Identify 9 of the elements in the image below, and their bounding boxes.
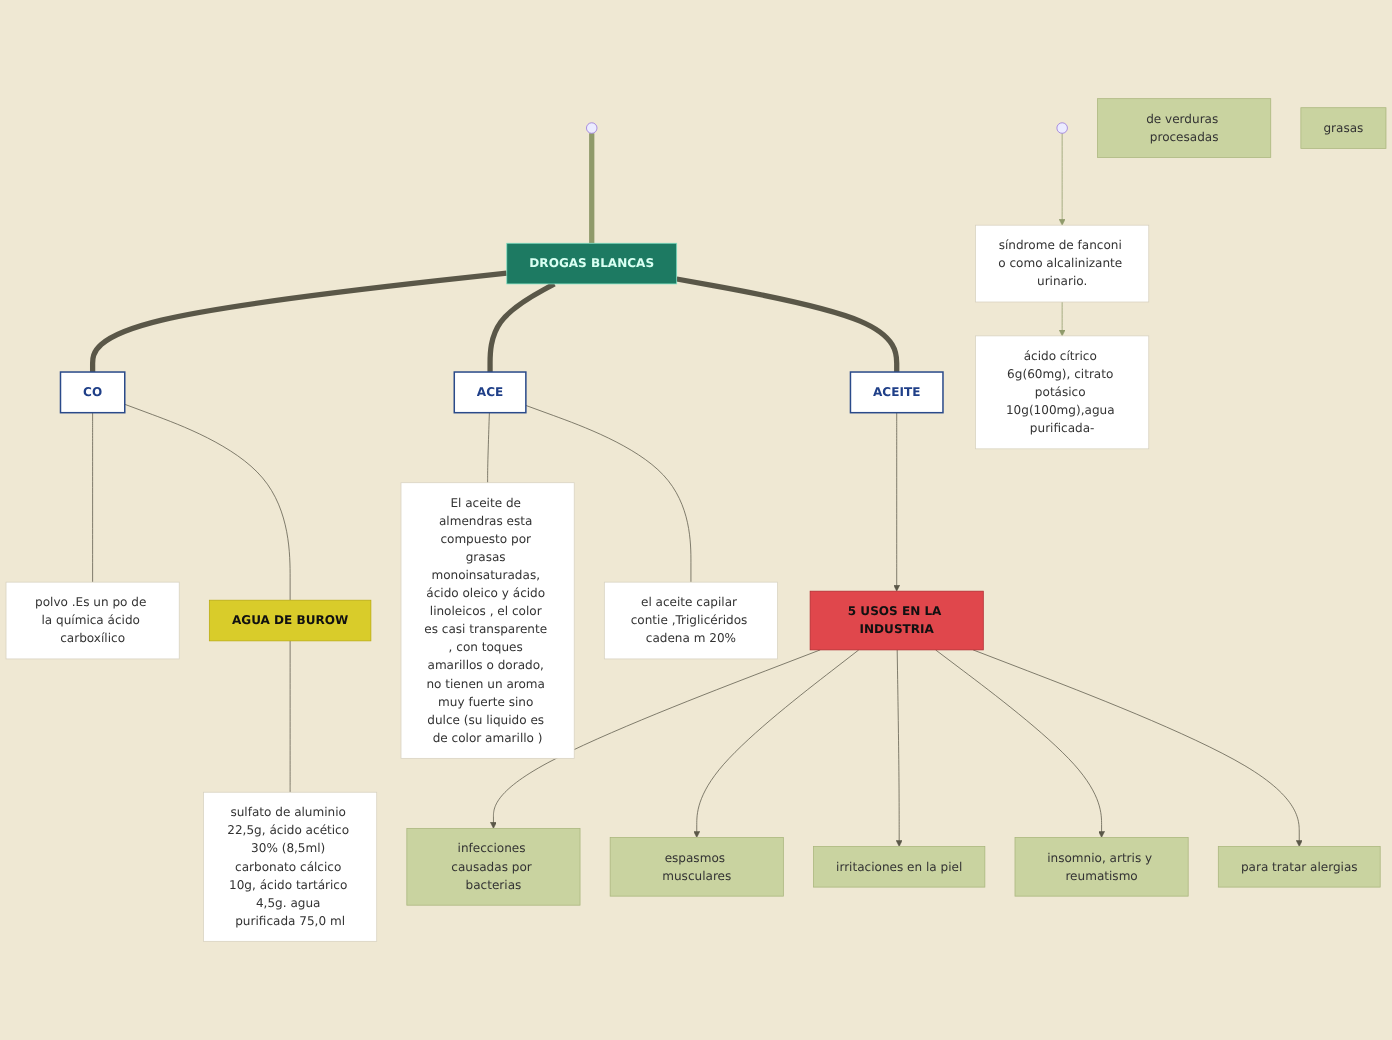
connector: [124, 403, 291, 601]
connector: [589, 133, 595, 244]
connector: [676, 276, 900, 373]
connector: [487, 281, 556, 373]
connector: [90, 270, 508, 373]
connector: [289, 640, 291, 793]
connector: [525, 405, 692, 583]
connector: [487, 412, 490, 484]
connector: [92, 412, 93, 583]
